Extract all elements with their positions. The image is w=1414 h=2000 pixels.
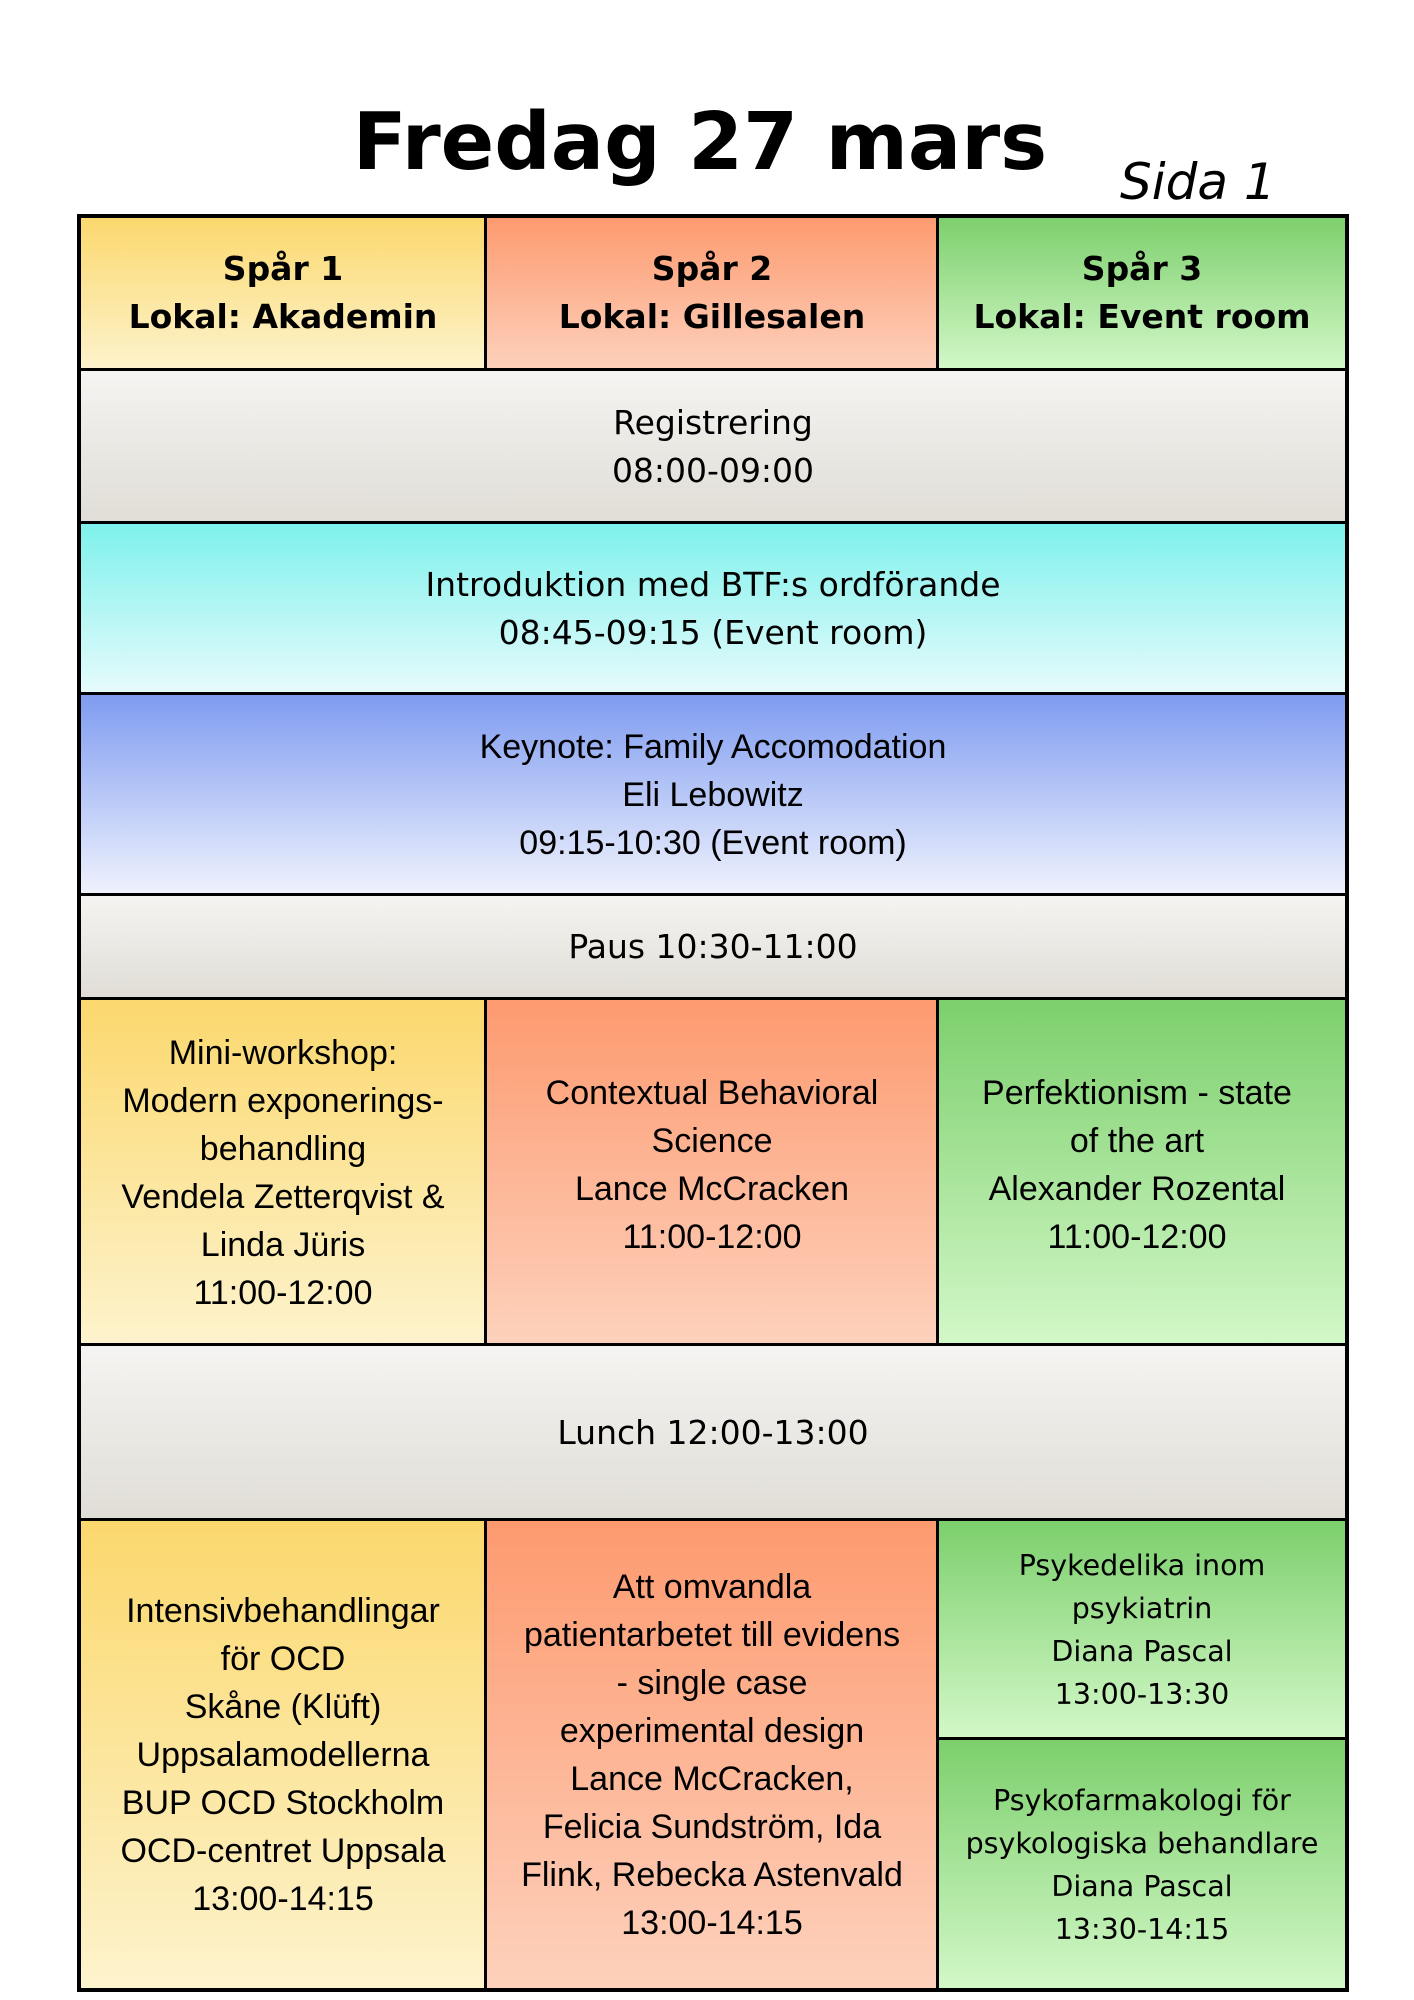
session-line: psykologiska behandlare: [965, 1826, 1319, 1860]
registration-row: Registrering 08:00-09:00: [80, 370, 1346, 523]
track-1-name: Spår 1: [222, 249, 344, 288]
track-3-name: Spår 3: [1081, 249, 1203, 288]
column-divider: [936, 214, 939, 370]
track-3-header: Spår 3 Lokal: Event room: [938, 216, 1346, 370]
session-line: Flink, Rebecka Astenvald: [521, 1856, 903, 1894]
track-2-name: Spår 2: [651, 249, 773, 288]
session-line: Att omvandla: [612, 1568, 812, 1606]
column-divider: [484, 997, 487, 1345]
session-line: Mini-workshop:: [168, 1034, 398, 1072]
session-line: Felicia Sundström, Ida: [542, 1808, 882, 1846]
track-1-room: Lokal: Akademin: [128, 297, 438, 336]
session-time: 13:00-13:30: [1054, 1677, 1230, 1711]
session-time: 13:30-14:15: [1054, 1912, 1230, 1946]
keynote-title: Keynote: Family Accomodation: [479, 727, 947, 766]
session-line: BUP OCD Stockholm: [121, 1784, 445, 1822]
session-afternoon-track-3a: Psykedelika inom psykiatrin Diana Pascal…: [938, 1520, 1346, 1739]
row-divider: [77, 1343, 1349, 1346]
session-line: Science: [651, 1122, 773, 1160]
keynote-speaker: Eli Lebowitz: [622, 775, 804, 814]
session-line: Intensivbehandlingar: [126, 1592, 440, 1630]
session-line: Lance McCracken,: [570, 1760, 854, 1798]
registration-time: 08:00-09:00: [611, 450, 815, 490]
session-time: 13:00-14:15: [192, 1880, 374, 1918]
intro-title: Introduktion med BTF:s ordförande: [425, 564, 1001, 604]
session-morning-track-2: Contextual Behavioral Science Lance McCr…: [486, 999, 938, 1345]
keynote-row: Keynote: Family Accomodation Eli Lebowit…: [80, 694, 1346, 895]
session-line: Psykofarmakologi för: [993, 1783, 1291, 1817]
row-divider: [77, 997, 1349, 1000]
session-line: Diana Pascal: [1051, 1869, 1233, 1903]
session-line: psykiatrin: [1071, 1591, 1213, 1625]
page-number-label: Sida 1: [1120, 153, 1276, 211]
session-line: Vendela Zetterqvist &: [121, 1178, 445, 1216]
outer-border-top: [77, 214, 1349, 218]
row-divider: [77, 368, 1349, 371]
session-time: 11:00-12:00: [622, 1218, 802, 1256]
keynote-time: 09:15-10:30 (Event room): [519, 823, 907, 862]
break-label: Paus 10:30-11:00: [568, 927, 858, 966]
lunch-label: Lunch 12:00-13:00: [557, 1412, 869, 1452]
session-line: Psykedelika inom: [1018, 1548, 1266, 1582]
session-line: Diana Pascal: [1051, 1634, 1233, 1668]
track-1-header: Spår 1 Lokal: Akademin: [80, 216, 486, 370]
session-time: 11:00-12:00: [1047, 1218, 1227, 1256]
track-2-room: Lokal: Gillesalen: [558, 297, 866, 336]
outer-border-right: [1345, 214, 1349, 1992]
session-morning-track-1: Mini-workshop: Modern exponerings- behan…: [80, 999, 486, 1345]
row-divider: [77, 692, 1349, 695]
session-line: Contextual Behavioral: [545, 1074, 879, 1112]
session-morning-track-3: Perfektionism - state of the art Alexand…: [938, 999, 1346, 1345]
intro-row: Introduktion med BTF:s ordförande 08:45-…: [80, 523, 1346, 694]
track-2-header: Spår 2 Lokal: Gillesalen: [486, 216, 938, 370]
session-time: 13:00-14:15: [621, 1904, 803, 1942]
session-afternoon-track-3b: Psykofarmakologi för psykologiska behand…: [938, 1739, 1346, 1990]
session-afternoon-track-2: Att omvandla patientarbetet till evidens…: [486, 1520, 938, 1990]
page-title: Fredag 27 mars: [352, 96, 1048, 188]
session-line: - single case: [616, 1664, 808, 1702]
session-line: OCD-centret Uppsala: [120, 1832, 446, 1870]
row-divider: [77, 521, 1349, 524]
lunch-row: Lunch 12:00-13:00: [80, 1345, 1346, 1520]
session-line: Linda Jüris: [200, 1226, 366, 1264]
column-divider: [484, 214, 487, 370]
session-line: of the art: [1069, 1122, 1205, 1160]
row-divider: [77, 1518, 1349, 1521]
session-line: för OCD: [220, 1640, 346, 1678]
session-line: experimental design: [559, 1712, 865, 1750]
column-divider: [936, 997, 939, 1345]
row-divider: [77, 893, 1349, 896]
outer-border-bottom: [77, 1988, 1349, 1992]
session-line: Modern exponerings-: [122, 1082, 444, 1120]
session-afternoon-track-1: Intensivbehandlingar för OCD Skåne (Klüf…: [80, 1520, 486, 1990]
column-divider: [936, 1518, 939, 1990]
session-line: patientarbetet till evidens: [523, 1616, 901, 1654]
intro-time: 08:45-09:15 (Event room): [498, 612, 928, 652]
session-line: Alexander Rozental: [988, 1170, 1286, 1208]
track-3-room: Lokal: Event room: [973, 297, 1311, 336]
column-divider: [484, 1518, 487, 1990]
session-line: Perfektionism - state: [982, 1074, 1292, 1112]
session-line: Uppsalamodellerna: [136, 1736, 430, 1774]
session-line: Lance McCracken: [574, 1170, 849, 1208]
session-time: 11:00-12:00: [193, 1274, 373, 1312]
break-row: Paus 10:30-11:00: [80, 895, 1346, 999]
row-divider: [938, 1737, 1348, 1740]
session-line: behandling: [199, 1130, 367, 1168]
session-line: Skåne (Klüft): [184, 1688, 382, 1726]
registration-title: Registrering: [613, 402, 813, 442]
outer-border-left: [77, 214, 81, 1992]
